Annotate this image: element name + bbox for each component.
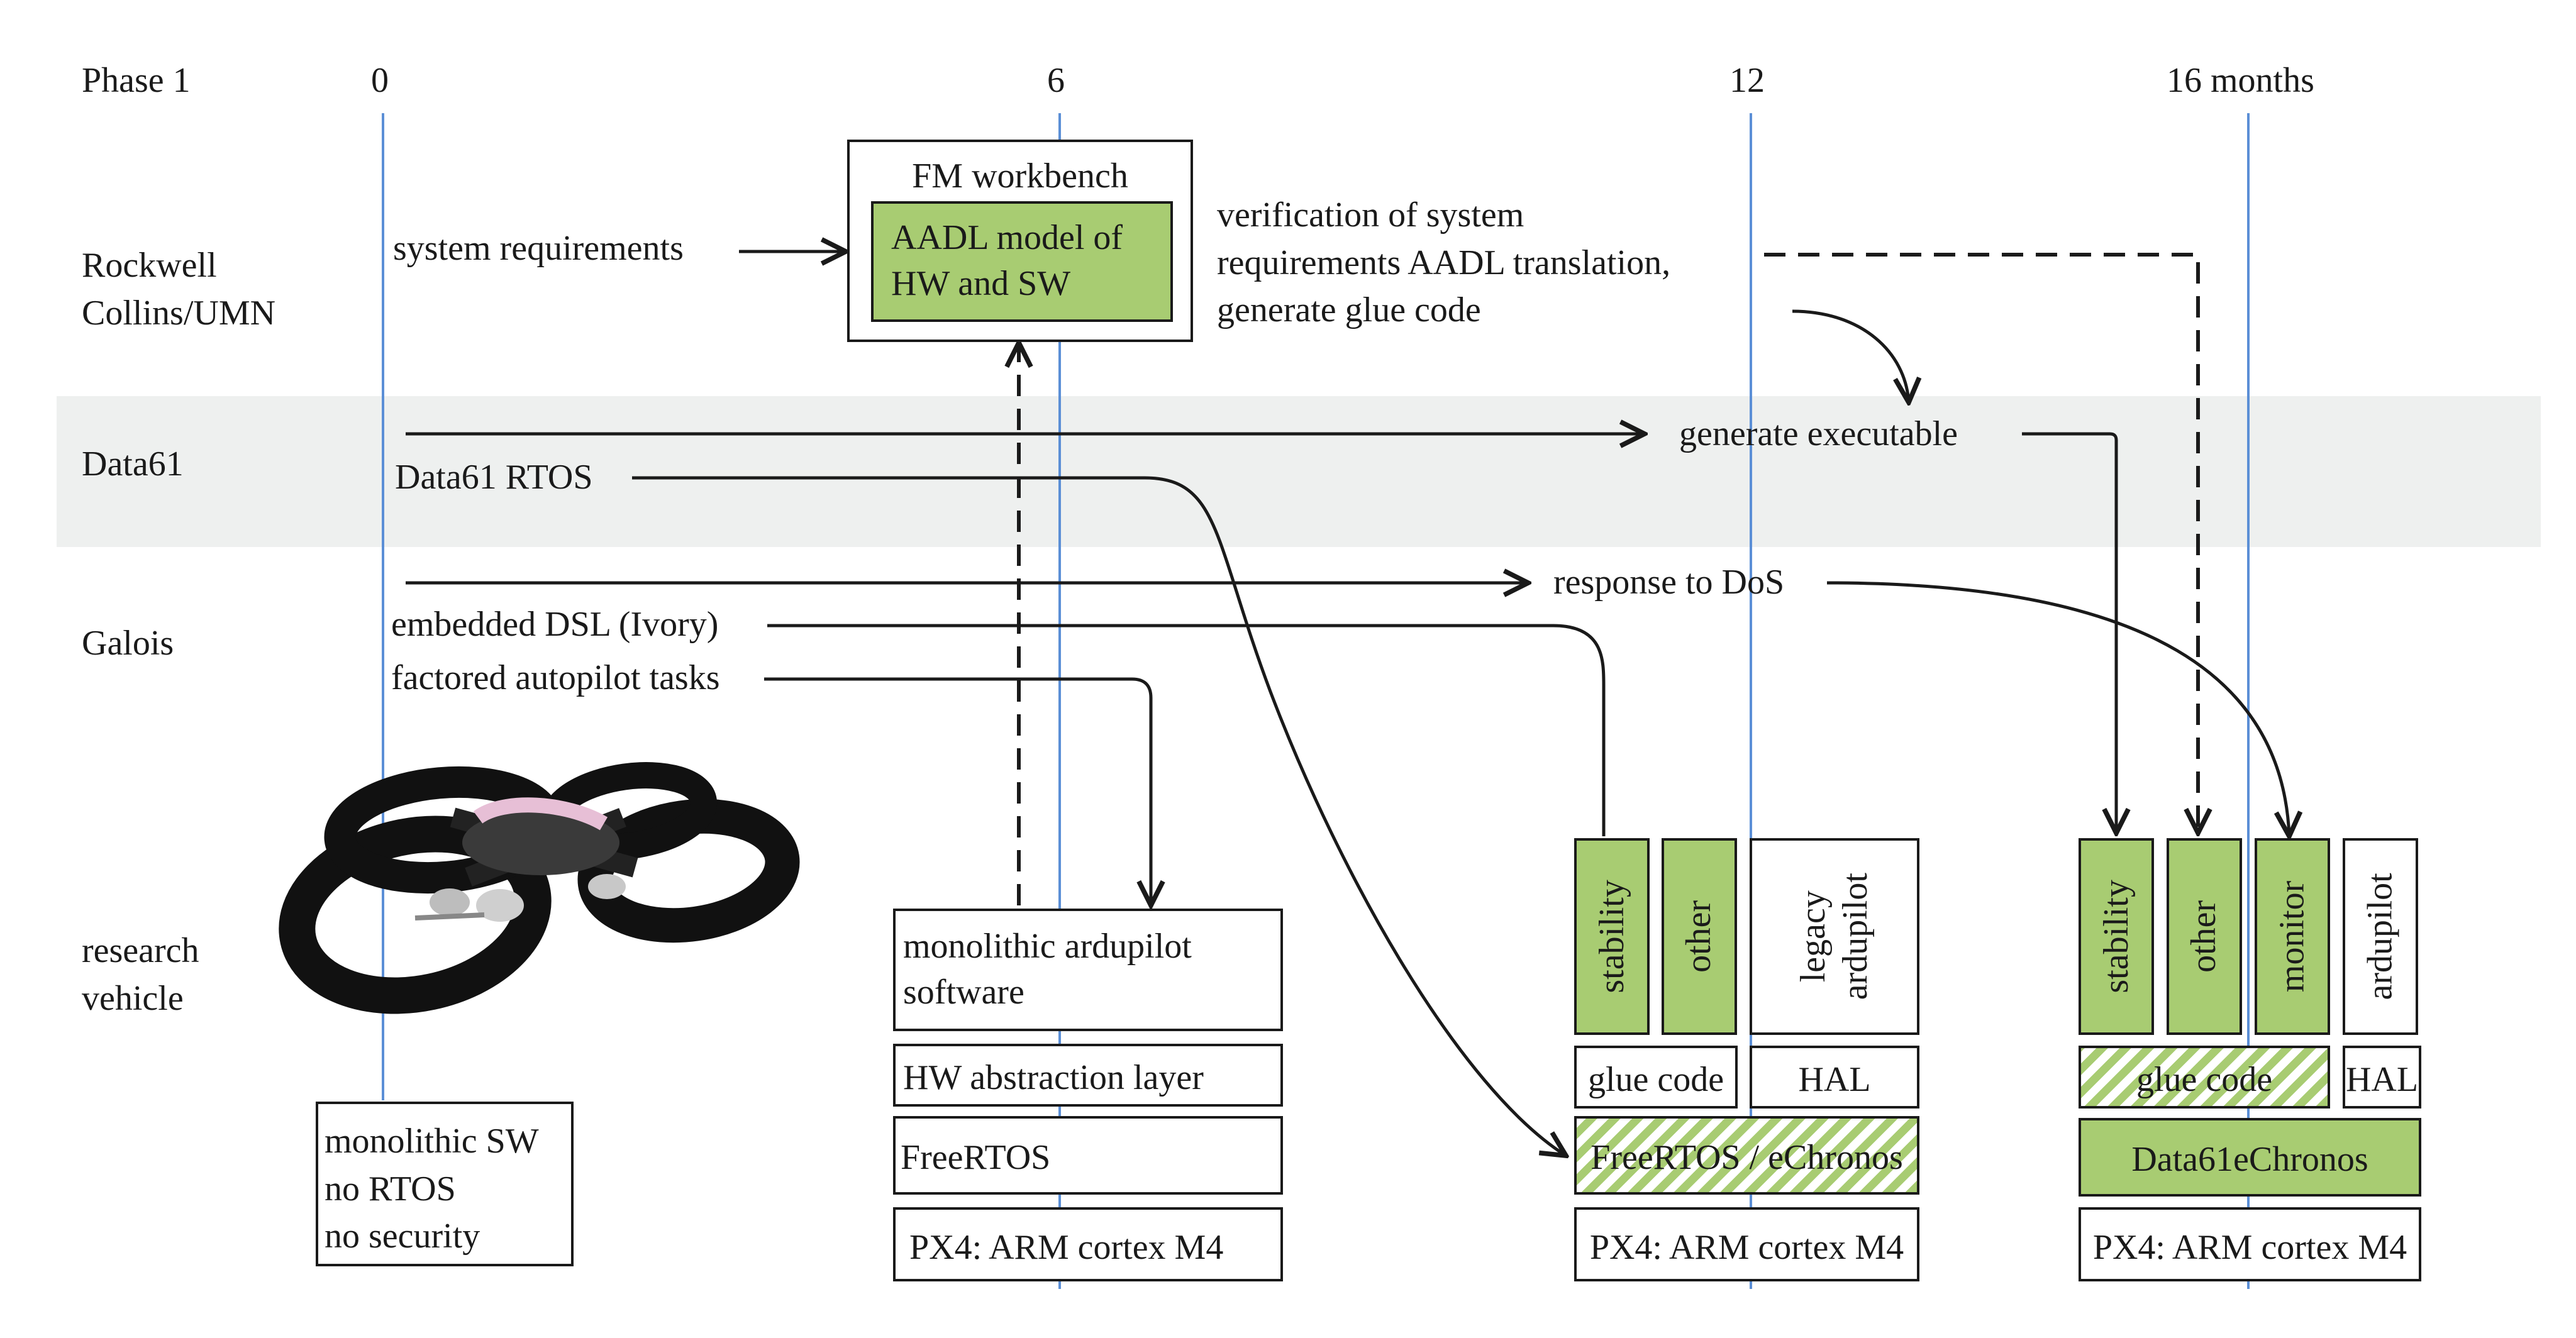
px4-label-6: PX4: ARM cortex M4 bbox=[909, 1228, 1224, 1267]
monitor-box-16: monitor bbox=[2255, 838, 2330, 1035]
arrow-data61-rtos-to-freertos bbox=[632, 476, 1566, 1156]
verification-note: verification of system requirements AADL… bbox=[1217, 196, 1671, 330]
data61-echronos-box: Data61eChronos bbox=[2079, 1118, 2421, 1197]
legacy-ardupilot-box: legacy ardupilot bbox=[1750, 838, 1919, 1035]
timeline-line-12 bbox=[1750, 113, 1752, 1289]
stability-label-16: stability bbox=[2096, 880, 2136, 993]
px4-label-16: PX4: ARM cortex M4 bbox=[2092, 1228, 2407, 1267]
dashed-arrow-verification-to-other bbox=[1764, 253, 2198, 833]
row-label-vehicle: research vehicle bbox=[82, 931, 199, 1018]
stability-box-16: stability bbox=[2079, 838, 2154, 1035]
timeline-line-0 bbox=[382, 113, 384, 1100]
freertos-label: FreeRTOS bbox=[901, 1138, 1051, 1177]
glue-code-box-16: glue code bbox=[2079, 1046, 2330, 1109]
hw-abstraction-box: HW abstraction layer bbox=[893, 1044, 1283, 1107]
arrow-factored-tasks-to-ardupilot bbox=[764, 677, 1151, 905]
stability-box-12: stability bbox=[1574, 838, 1650, 1035]
ardupilot-software-label: monolithic ardupilot software bbox=[903, 927, 1192, 1012]
monolithic-sw-box: monolithic SW no RTOS no security bbox=[316, 1102, 574, 1266]
data61-rtos-label: Data61 RTOS bbox=[395, 458, 593, 497]
aadl-model-label: AADL model of HW and SW bbox=[891, 218, 1123, 303]
stability-label-12: stability bbox=[1592, 880, 1631, 993]
px4-box-12: PX4: ARM cortex M4 bbox=[1574, 1207, 1919, 1281]
other-label-12: other bbox=[1679, 900, 1719, 973]
ardupilot-software-box: monolithic ardupilot software bbox=[893, 909, 1283, 1031]
other-box-12: other bbox=[1662, 838, 1737, 1035]
freertos-echronos-label: FreeRTOS / eChronos bbox=[1591, 1138, 1903, 1177]
timeline-line-16 bbox=[2247, 113, 2250, 1289]
timeline-tick-0: 0 bbox=[371, 61, 389, 100]
glue-code-box-12: glue code bbox=[1574, 1046, 1738, 1109]
timeline-line-6 bbox=[1058, 113, 1061, 1289]
ardupilot-label-16: ardupilot bbox=[2360, 873, 2400, 1000]
timeline-tick-12: 12 bbox=[1729, 61, 1765, 100]
timeline-tick-6: 6 bbox=[1047, 61, 1065, 100]
phase-label: Phase 1 bbox=[82, 61, 191, 100]
row-label-galois: Galois bbox=[82, 624, 174, 663]
other-box-16: other bbox=[2167, 838, 2242, 1035]
ardupilot-box-16: ardupilot bbox=[2343, 838, 2418, 1035]
data61-row-band bbox=[57, 396, 2541, 547]
freertos-echronos-box: FreeRTOS / eChronos bbox=[1574, 1116, 1919, 1195]
system-requirements-label: system requirements bbox=[393, 229, 684, 268]
factored-tasks-label: factored autopilot tasks bbox=[391, 658, 720, 697]
row-label-data61: Data61 bbox=[82, 445, 184, 484]
freertos-box: FreeRTOS bbox=[893, 1116, 1283, 1195]
fm-workbench-title: FM workbench bbox=[912, 157, 1128, 196]
generate-executable-label: generate executable bbox=[1679, 414, 1958, 453]
response-dos-label: response to DoS bbox=[1553, 563, 1785, 602]
hal-label-12: HAL bbox=[1798, 1060, 1871, 1099]
monitor-label-16: monitor bbox=[2272, 880, 2312, 993]
arrow-verification-to-generate-executable bbox=[1792, 309, 1909, 402]
hal-box-16: HAL bbox=[2343, 1046, 2421, 1109]
other-label-16: other bbox=[2184, 900, 2224, 973]
glue-code-label-16: glue code bbox=[2136, 1060, 2273, 1099]
line-dsl-to-stability bbox=[767, 624, 1606, 836]
px4-box-6: PX4: ARM cortex M4 bbox=[893, 1207, 1283, 1281]
px4-box-16: PX4: ARM cortex M4 bbox=[2079, 1207, 2421, 1281]
arrow-response-dos-to-monitor bbox=[1826, 581, 2289, 836]
glue-code-label-12: glue code bbox=[1587, 1060, 1724, 1099]
px4-label-12: PX4: ARM cortex M4 bbox=[1589, 1228, 1904, 1267]
embedded-dsl-label: embedded DSL (Ivory) bbox=[391, 605, 719, 644]
hw-abstraction-label: HW abstraction layer bbox=[903, 1058, 1204, 1097]
row-label-rockwell: Rockwell Collins/UMN bbox=[82, 246, 276, 333]
data61-echronos-label: Data61eChronos bbox=[2131, 1140, 2368, 1179]
legacy-ardupilot-label: legacy ardupilot bbox=[1793, 873, 1875, 1000]
timeline-tick-16: 16 months bbox=[2167, 61, 2314, 100]
arrow-generate-exec-to-stability bbox=[2022, 432, 2116, 833]
monolithic-sw-label: monolithic SW no RTOS no security bbox=[325, 1122, 539, 1256]
hal-box-12: HAL bbox=[1750, 1046, 1919, 1109]
aadl-model-box: AADL model of HW and SW bbox=[871, 201, 1173, 322]
hal-label-16: HAL bbox=[2345, 1060, 2419, 1099]
